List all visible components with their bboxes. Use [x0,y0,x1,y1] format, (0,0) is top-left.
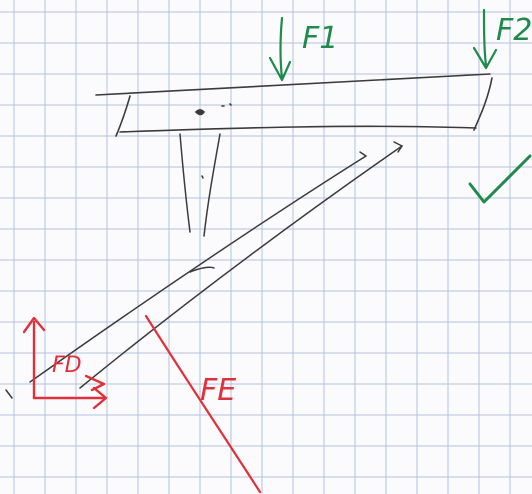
vertical-post [179,133,221,237]
axis-arrows [22,316,108,410]
force-f1-label: F1 [302,21,338,56]
force-fd-label: FD [52,353,82,378]
force-fe-line [144,314,262,494]
force-f2-arrow [472,8,498,70]
force-f1-arrow [268,16,292,82]
diagonal-strut [5,141,404,399]
force-f2-label: F2 [496,13,532,48]
horizontal-beam [95,73,493,137]
check-icon [468,154,532,204]
force-fe-label: FE [200,373,236,408]
